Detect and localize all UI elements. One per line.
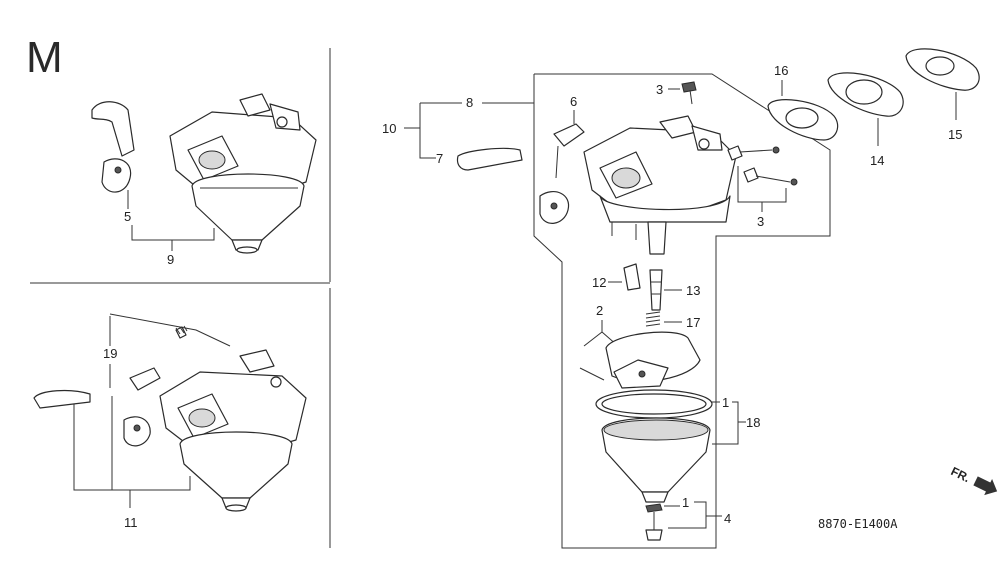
callout-11: 11 — [124, 515, 138, 530]
gasket-14 — [827, 72, 904, 117]
callout-3-side: 3 — [757, 214, 764, 229]
float-2 — [605, 331, 701, 389]
screws-3-side — [727, 145, 798, 186]
callout-1-ring: 1 — [722, 395, 729, 410]
part-7 — [456, 147, 523, 171]
callout-6: 6 — [570, 94, 577, 109]
callout-16: 16 — [774, 63, 788, 78]
gasket-16 — [767, 99, 839, 141]
drawing-code: 8870-E1400A — [818, 517, 898, 531]
screw-3-top — [681, 81, 697, 105]
callout-18: 18 — [746, 415, 760, 430]
callout-17: 17 — [686, 315, 700, 330]
nozzle-13 — [649, 269, 663, 311]
arrow-icon — [973, 476, 998, 496]
callout-7: 7 — [436, 151, 443, 166]
panel-dividers — [30, 48, 331, 548]
callout-3-top: 3 — [656, 82, 663, 97]
drain-bolt-4 — [645, 512, 663, 541]
front-direction-arrow: FR. — [949, 464, 998, 496]
section-letter: M — [26, 33, 63, 82]
callout-19: 19 — [103, 346, 117, 361]
callout-10: 10 — [382, 121, 396, 136]
spring-17 — [645, 311, 661, 327]
callout-9: 9 — [167, 252, 174, 267]
callout-2: 2 — [596, 303, 603, 318]
callout-4: 4 — [724, 511, 731, 526]
float-bowl — [601, 417, 711, 503]
callout-15: 15 — [948, 127, 962, 142]
callout-12: 12 — [592, 275, 606, 290]
carburetor-assembly-11 — [33, 313, 307, 512]
callout-1-washer: 1 — [682, 495, 689, 510]
callout-14: 14 — [870, 153, 884, 168]
direction-label: FR. — [949, 464, 973, 485]
choke-lever-6 — [539, 123, 585, 224]
callout-13: 13 — [686, 283, 700, 298]
washer-1 — [645, 503, 663, 513]
callout-5: 5 — [124, 209, 131, 224]
carburetor-body — [583, 115, 737, 255]
gasket-15 — [905, 48, 980, 91]
callout-8: 8 — [466, 95, 473, 110]
carburetor-assembly-9 — [91, 93, 317, 254]
part-12 — [623, 263, 641, 291]
